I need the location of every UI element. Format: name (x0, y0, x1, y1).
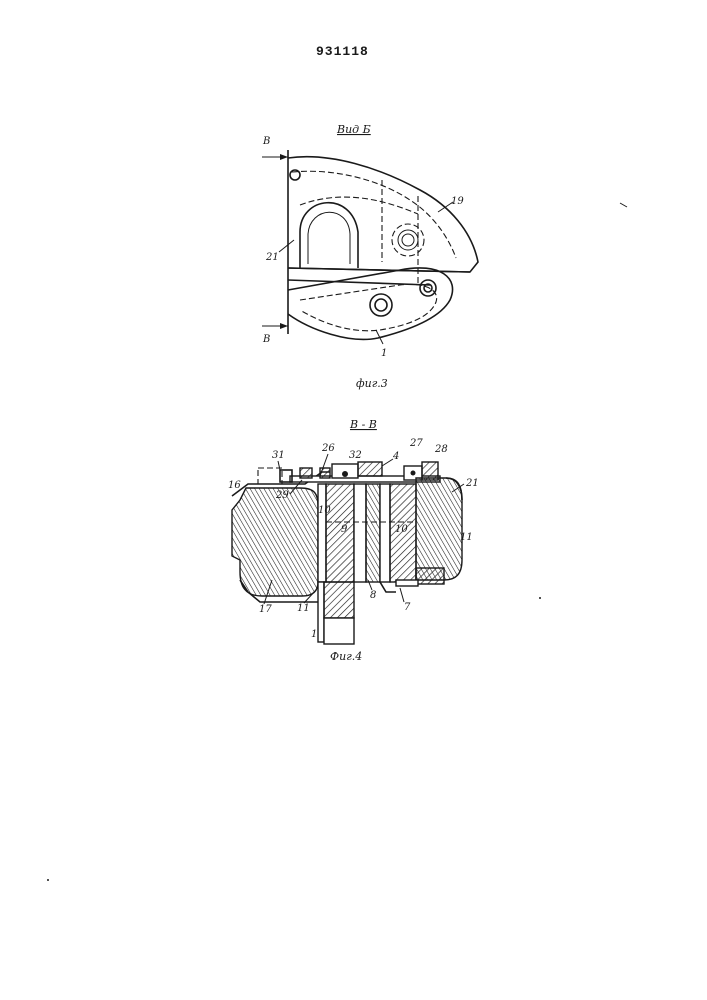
section-mark-bottom: В (262, 323, 288, 345)
inner-dashed-arc (300, 197, 418, 214)
block-4 (358, 462, 382, 476)
upper-body-dashed (292, 171, 456, 258)
label-10-right: 10 (395, 524, 408, 535)
section-title: В - В (349, 418, 377, 431)
label-1: 1 (381, 348, 387, 359)
label-27: 27 (409, 438, 423, 449)
figure-4: В - В (228, 418, 479, 663)
label-29: 29 (275, 490, 289, 501)
label-7: 7 (404, 602, 411, 613)
figure-4-caption: Фиг.4 (330, 650, 362, 663)
link-hole-center (370, 294, 392, 316)
column-part-1 (324, 618, 354, 644)
section-letter-bottom: В (262, 334, 270, 345)
label-17: 17 (259, 604, 272, 615)
pin-dashed (392, 224, 424, 256)
lower-block (324, 582, 354, 618)
label-11-right: 11 (460, 532, 473, 543)
label-28: 28 (434, 444, 448, 455)
body-17 (232, 488, 318, 596)
label-10-left: 10 (318, 505, 331, 516)
label-31: 31 (272, 450, 285, 461)
label-1-fig4: 1 (311, 629, 317, 640)
bolt-31 (258, 468, 282, 484)
label-19: 19 (451, 196, 464, 207)
label-8: 8 (370, 590, 376, 601)
label-9: 9 (341, 524, 348, 535)
label-21: 21 (265, 252, 279, 263)
label-16: 16 (228, 480, 241, 491)
figure-3-caption: фиг.3 (356, 377, 388, 390)
label-4: 4 (392, 451, 399, 462)
disc-9 (326, 484, 354, 582)
body-21 (416, 478, 462, 580)
view-title: Вид Б (336, 123, 371, 136)
section-mark-top: В (262, 136, 288, 160)
figure-3: В В Вид Б (262, 123, 478, 390)
upper-body (288, 157, 478, 272)
label-32: 32 (349, 450, 362, 461)
stray-mark (620, 203, 627, 207)
section-letter-top: В (262, 136, 270, 147)
label-21-fig4: 21 (465, 478, 479, 489)
label-26: 26 (321, 443, 335, 454)
label-11-left: 11 (297, 603, 310, 614)
